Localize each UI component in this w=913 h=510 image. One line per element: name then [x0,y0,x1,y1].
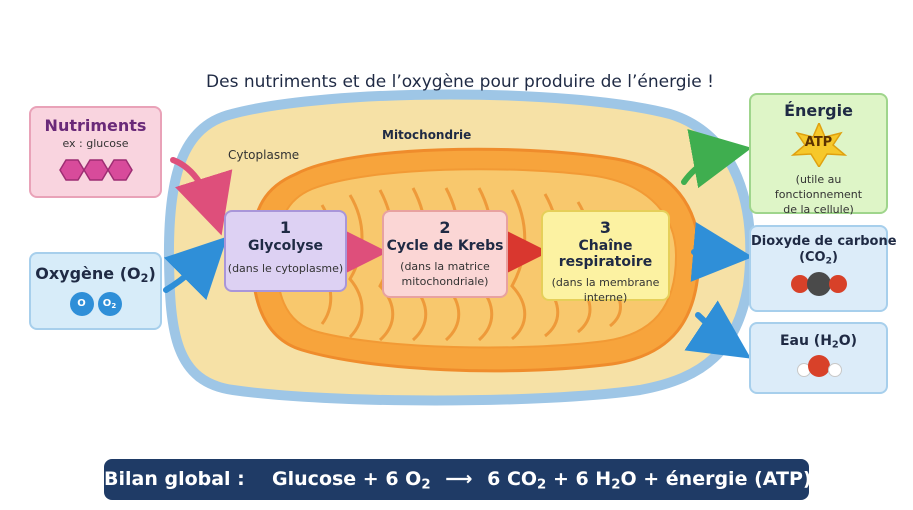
oxygene-box: Oxygène (O2) O O2 [29,252,162,330]
oxygene-title-prefix: Oxygène (O [35,264,141,283]
bilan-sub3: 2 [611,477,621,493]
eau-title: Eau (H2O) [751,333,886,350]
co2-formula-sub: 2 [825,256,832,267]
bilan-global-bar: Bilan global : Glucose + 6 O2 ⟶ 6 CO2 + … [104,459,812,500]
oxygen-atom-right: O2 [97,291,122,316]
step-2-box: 2 Cycle de Krebs (dans la matrice mitoch… [382,210,508,298]
co2-molecule-icon [790,272,847,297]
arrow-to-co2 [690,222,753,282]
co2-carbon [806,272,831,297]
water-hydrogen-right [827,363,842,378]
arrow-to-eau [684,300,751,359]
bilan-arrow: ⟶ [445,468,473,490]
bilan-part2: 6 CO [487,468,538,490]
oxygen-atom-right-label: O [102,297,112,309]
oxygen-atom-left: O [69,291,94,316]
step-1-name: Glycolyse [247,238,324,254]
water-oxygen [807,355,830,378]
oxygen-molecule-icon: O O2 [69,291,122,316]
step-2-location-line1: (dans la matrice [400,260,490,273]
step-3-number: 3 [599,218,612,237]
bilan-sub2: 2 [537,477,547,493]
step-3-box: 3 Chaîne respiratoire (dans la membrane … [541,210,670,304]
co2-formula: (CO2) [751,250,886,266]
arrow-nutriments-to-glycolyse [170,157,233,236]
oxygen-atom-left-label: O [77,297,86,309]
arrow-oxygene-to-glycolyse [163,236,228,301]
atp-star-icon: ATP [789,121,849,169]
eau-title-suffix: O) [838,333,858,349]
co2-formula-suffix: ) [831,250,838,265]
co2-box: Dioxyde de carbone (CO2) [749,225,897,312]
step-1-location-line1: (dans le cytoplasme) [227,262,344,275]
step-1-number: 1 [279,218,292,237]
nutriments-box: Nutriments ex : glucose [29,106,162,198]
diagram-title: Des nutriments et de l’oxygène pour prod… [206,72,714,92]
mitochondrie-label: Mitochondrie [382,128,472,142]
oxygene-title-sub: 2 [140,271,149,285]
energie-title: Énergie [784,101,853,120]
step-2-location-line2: mitochondriale) [401,274,489,288]
eau-box: Eau (H2O) [749,322,888,394]
step-1-box: 1 Glycolyse (dans le cytoplasme) [224,210,347,292]
bilan-label: Bilan global : [104,468,245,490]
energie-box: Énergie ATP (utile au fonctionnement de … [749,93,888,216]
co2-oxygen-left [790,275,809,294]
eau-title-prefix: Eau (H [779,333,832,349]
bilan-part1: Glucose + 6 O [272,468,422,490]
step-3-name: Chaîne respiratoire [558,238,653,270]
step-2-number: 2 [439,218,451,237]
cytoplasme-label: Cytoplasme [228,148,300,162]
arrow-to-energie [681,129,752,189]
co2-formula-prefix: (CO [799,250,826,265]
step-3-location-line2: interne) [583,290,628,304]
energie-note-line2: de la cellule) [783,202,854,216]
bilan-part3: + 6 H [552,468,612,490]
atp-badge-text: ATP [804,135,833,150]
bilan-part4: O + énergie (ATP) [620,468,812,490]
oxygen-atom-right-sub: 2 [111,301,117,310]
water-molecule-icon [796,355,842,379]
step-2-name: Cycle de Krebs [386,238,504,254]
eau-title-sub: 2 [831,339,839,351]
bilan-sub1: 2 [421,477,431,493]
co2-oxygen-right [828,275,847,294]
co2-title: Dioxyde de carbone [751,234,897,249]
glucose-hexagons-icon [58,159,133,181]
oxygene-title-suffix: ) [148,264,156,283]
nutriments-subtitle: ex : glucose [62,137,129,150]
energie-note-line1: (utile au fonctionnement [774,173,863,201]
oxygene-title: Oxygène (O2) [31,264,160,285]
nutriments-title: Nutriments [44,116,147,135]
step-3-location-line1: (dans la membrane [551,276,660,289]
